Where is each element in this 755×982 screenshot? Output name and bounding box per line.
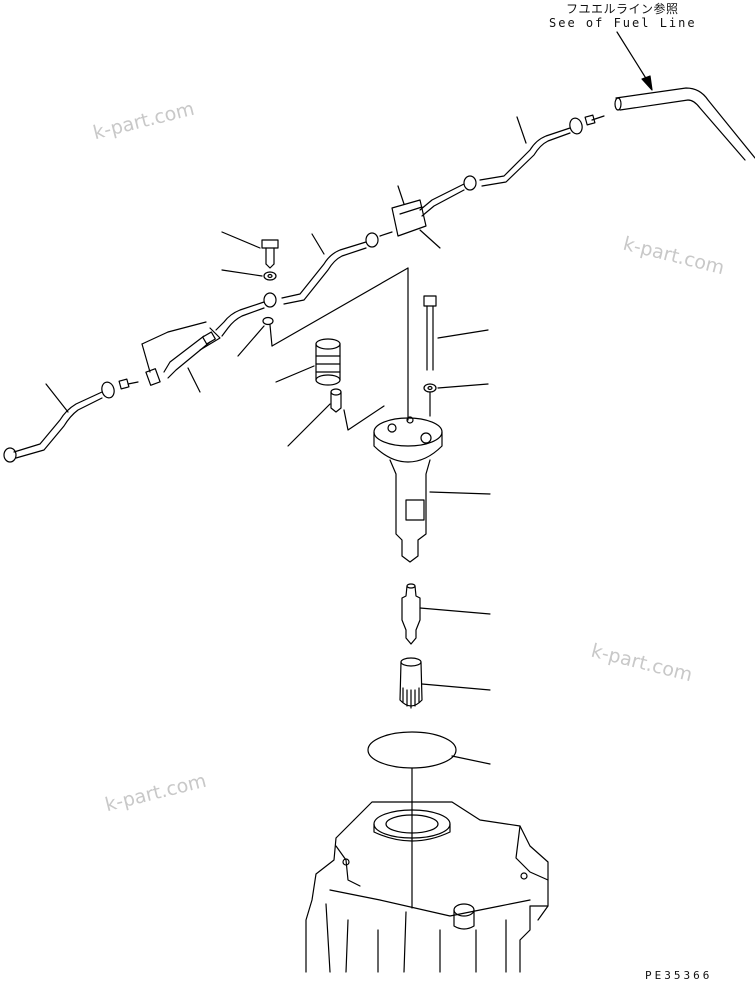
fuel-line-reference-jp: フユエルライン参照 — [566, 2, 679, 16]
connector-fitting — [287, 388, 385, 447]
holder-cap — [275, 338, 341, 386]
cylinder-head — [305, 801, 549, 973]
washer-right — [423, 383, 489, 417]
injection-pipe-upper — [419, 114, 605, 217]
fuel-line-reference-en: See of Fuel Line — [549, 16, 697, 30]
fuel-line-pipe — [614, 87, 755, 161]
injection-pipe-middle — [215, 231, 393, 337]
figure-number: PE35366 — [645, 969, 713, 982]
pipe-clamp-left — [141, 321, 221, 393]
nozzle-retaining-nut — [399, 657, 491, 709]
injector-nozzle — [401, 583, 491, 645]
injector-assembly — [373, 416, 491, 563]
reference-arrow — [616, 31, 653, 91]
washer-lower — [237, 267, 409, 421]
holder-bolt — [423, 295, 489, 371]
washer-upper — [221, 269, 277, 281]
pipe-clamp-upper — [391, 185, 441, 249]
hollow-bolt — [221, 231, 279, 269]
gasket-disc — [367, 731, 491, 909]
injection-pipe-left — [3, 378, 139, 463]
